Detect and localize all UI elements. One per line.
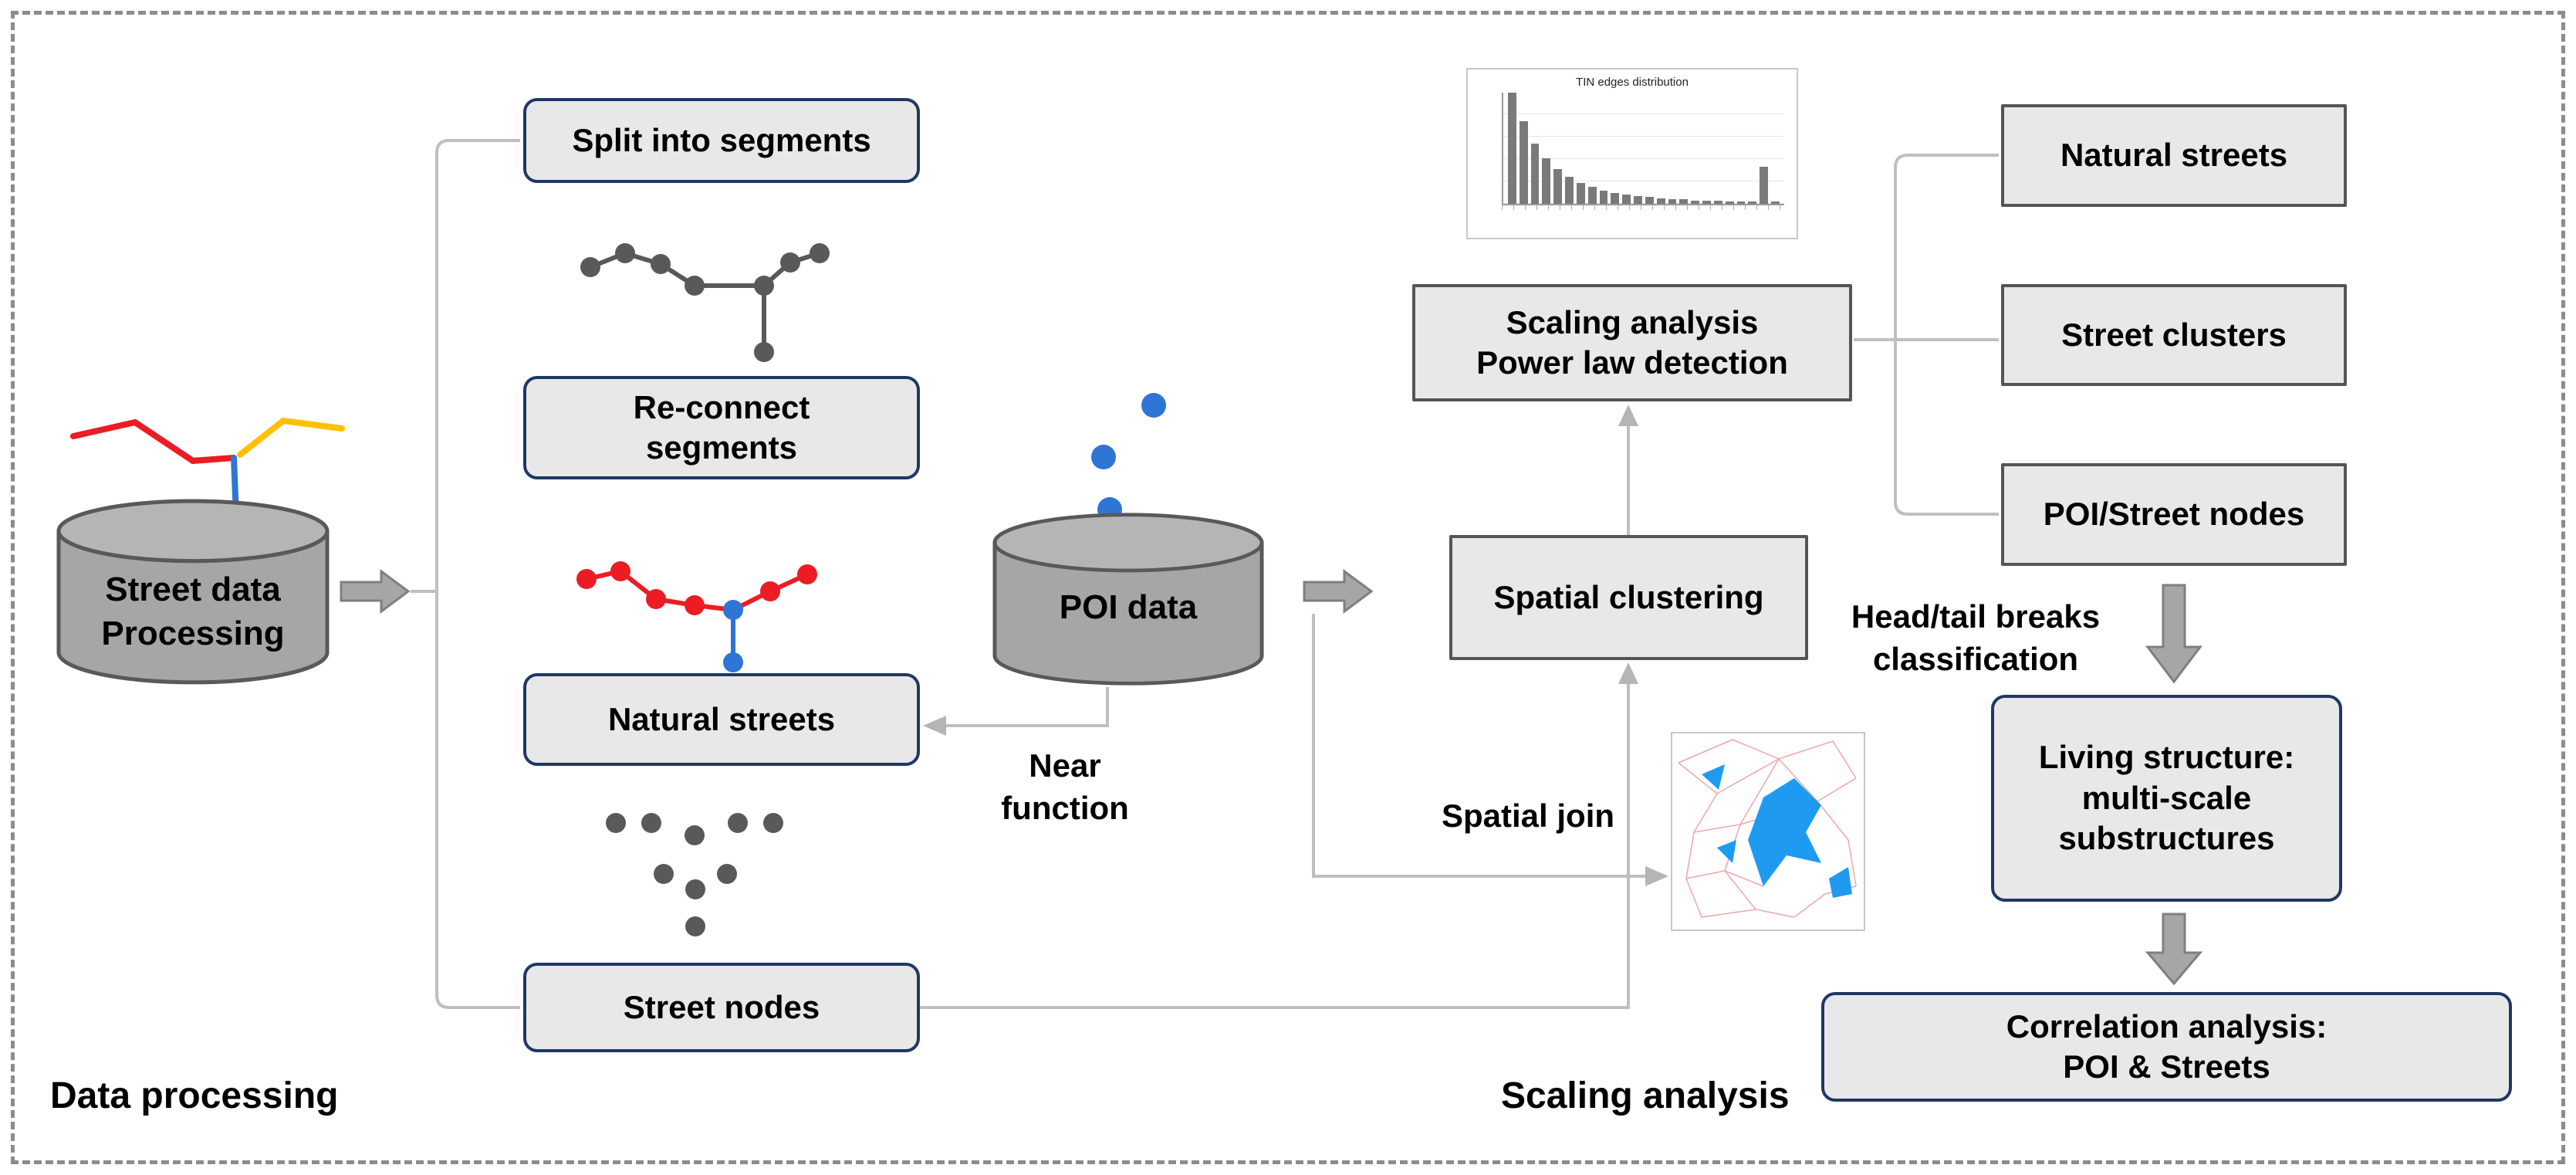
block-arrow-street-icon: [340, 569, 411, 614]
tin-chart-bar: [1519, 121, 1528, 204]
correlation-analysis-label: Correlation analysis: POI & Streets: [2006, 1007, 2328, 1085]
tin-chart-bar: [1634, 195, 1642, 204]
tin-chart-bar: [1748, 201, 1757, 204]
poi-street-nodes-label: POI/Street nodes: [2043, 496, 2305, 533]
poi-street-nodes-box: POI/Street nodes: [2001, 463, 2347, 566]
tin-chart-bar: [1702, 200, 1711, 204]
street-data-cylinder-label: Street data Processing: [101, 571, 285, 653]
reconnect-segments-box: Re-connect segments: [523, 376, 920, 479]
arrowhead-right-icon: [1645, 866, 1668, 886]
segments-graphic-icon: [580, 243, 830, 362]
living-structure-label: Living structure: multi-scale substructu…: [2038, 739, 2295, 857]
tin-chart-bars: [1502, 93, 1784, 205]
tin-chart-bar: [1542, 157, 1551, 204]
tin-map-image: [1671, 732, 1865, 931]
block-arrow-poi-icon: [1303, 569, 1374, 614]
street-nodes-graphic-icon: [606, 813, 783, 936]
tin-chart-bar: [1645, 197, 1654, 204]
natural-streets-right-label: Natural streets: [2060, 137, 2288, 174]
living-structure-box: Living structure: multi-scale substructu…: [1991, 695, 2342, 902]
block-arrow-down-2-icon: [2145, 913, 2202, 986]
tin-chart-bar: [1576, 182, 1585, 204]
street-nodes-label: Street nodes: [623, 988, 820, 1025]
block-arrow-down-1-icon: [2145, 584, 2202, 684]
head-tail-breaks-label: Head/tail breaks classification: [1851, 598, 2101, 677]
tin-chart-bar: [1656, 198, 1665, 204]
street-clusters-label: Street clusters: [2061, 316, 2287, 353]
arrowhead-up-clustering-icon: [1618, 662, 1638, 684]
tin-chart: TIN edges distribution: [1466, 68, 1798, 239]
tin-chart-bar: [1736, 201, 1746, 204]
tin-chart-bar: [1611, 192, 1620, 204]
tin-chart-bar: [1599, 190, 1608, 204]
scaling-analysis-label: Scaling analysis Power law detection: [1476, 303, 1788, 381]
street-clusters-box: Street clusters: [2001, 284, 2347, 386]
spatial-clustering-label: Spatial clustering: [1493, 578, 1764, 615]
tin-chart-bar: [1725, 201, 1734, 204]
spatial-join-label: Spatial join: [1441, 797, 1615, 834]
spatial-join-line: [1312, 614, 1645, 878]
correlation-analysis-box: Correlation analysis: POI & Streets: [1821, 992, 2512, 1102]
scaling-analysis-section-label: Scaling analysis: [1501, 1075, 1790, 1116]
data-processing-section-label: Data processing: [50, 1075, 339, 1116]
natural-streets-left-box: Natural streets: [523, 673, 920, 766]
tin-chart-bar: [1679, 199, 1689, 204]
natural-streets-left-label: Natural streets: [607, 700, 836, 737]
dashed-frame: [11, 11, 2565, 1164]
tin-chart-bar: [1565, 177, 1574, 204]
near-function-line: [946, 687, 1109, 727]
tin-chart-bar: [1553, 169, 1563, 204]
natural-streets-right-box: Natural streets: [2001, 104, 2347, 207]
street-nodes-line: [920, 682, 1630, 1009]
tin-chart-bar: [1760, 167, 1769, 204]
tin-chart-bar: [1771, 201, 1780, 204]
tin-chart-bar: [1668, 199, 1677, 204]
tin-chart-bar: [1713, 200, 1722, 204]
street-nodes-box: Street nodes: [523, 963, 920, 1052]
arrowhead-left-icon: [923, 716, 946, 736]
near-function-label: Near function: [1001, 747, 1129, 826]
split-into-segments-box: Split into segments: [523, 98, 920, 183]
cylinder-shape-icon: [56, 499, 330, 685]
tin-chart-bar: [1530, 144, 1540, 204]
poi-data-cylinder-label: POI data: [1059, 588, 1198, 626]
right-bracket-line: [1854, 154, 1999, 516]
cylinder-shape-icon: [992, 513, 1264, 686]
scaling-analysis-box: Scaling analysis Power law detection: [1412, 284, 1852, 401]
tin-chart-bar: [1587, 187, 1597, 204]
poi-data-cylinder: POI data: [990, 512, 1266, 688]
tin-chart-title: TIN edges distribution: [1576, 76, 1689, 89]
left-bracket-line: [411, 139, 520, 1009]
street-data-cylinder: Street data Processing: [54, 498, 332, 687]
tin-chart-bar: [1508, 93, 1516, 204]
natural-streets-graphic-icon: [576, 561, 817, 672]
reconnect-segments-label: Re-connect segments: [633, 388, 810, 466]
tin-chart-xticks: [1502, 205, 1784, 210]
poi-dots-icon: [1091, 393, 1166, 521]
tin-chart-bar: [1622, 195, 1631, 204]
split-into-segments-label: Split into segments: [572, 121, 871, 158]
arrowhead-up-scaling-icon: [1618, 405, 1638, 426]
spatial-clustering-box: Spatial clustering: [1449, 535, 1808, 660]
tin-chart-bar: [1691, 200, 1700, 204]
